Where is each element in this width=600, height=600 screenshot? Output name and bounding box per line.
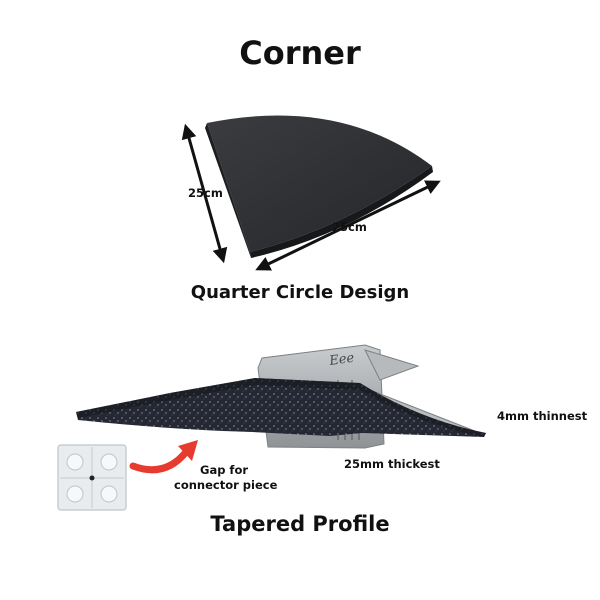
red-pointer-arrow <box>129 440 198 474</box>
connector-clip <box>57 444 127 511</box>
gap-label-line-1: Gap for <box>200 463 249 477</box>
caliper-engraving: Eee <box>327 351 355 369</box>
quarter-circle-heading: Quarter Circle Design <box>190 282 410 303</box>
gap-label: Gap for connector piece <box>174 463 277 493</box>
corner-heading: Corner <box>239 34 361 72</box>
vertical-dimension-arrow <box>181 123 228 264</box>
thinnest-label: 4mm thinnest <box>497 409 588 423</box>
horizontal-dimension-arrow <box>255 180 441 271</box>
thickest-label: 25mm thickest <box>344 457 440 471</box>
gap-label-line-2: connector piece <box>174 478 278 492</box>
left-side-dimension-label: 25cm <box>188 186 223 200</box>
quarter-circle-tile <box>205 115 433 258</box>
bottom-side-dimension-label: 25cm <box>332 220 367 234</box>
tapered-profile-heading: Tapered Profile <box>210 512 390 536</box>
tapered-rubber-profile <box>76 378 486 437</box>
